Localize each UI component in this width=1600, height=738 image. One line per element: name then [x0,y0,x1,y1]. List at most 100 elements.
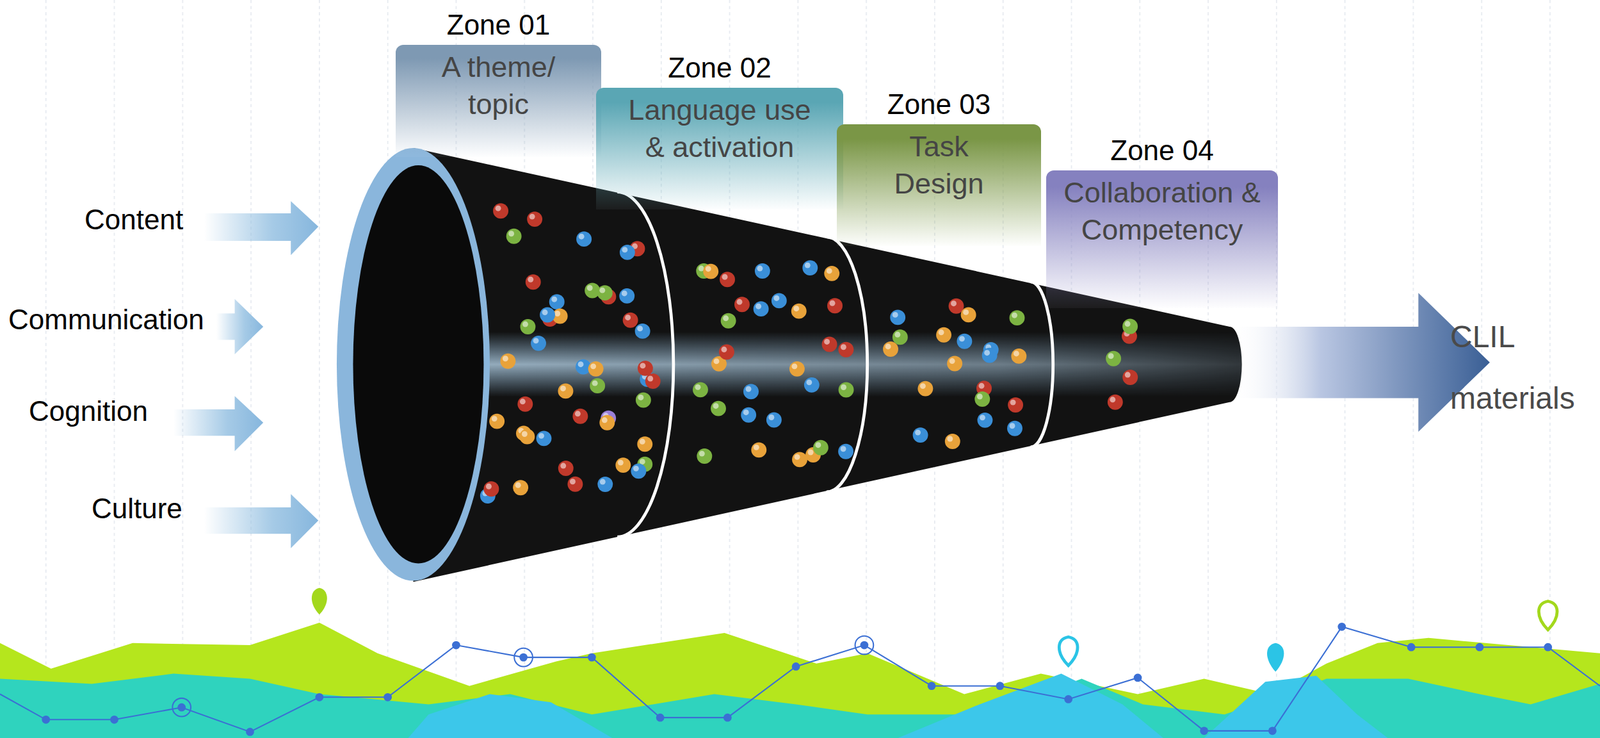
dot-highlight [601,416,608,423]
funnel-dot [974,391,990,407]
funnel-dot [576,231,592,247]
dot-highlight [529,213,536,220]
dot-highlight [743,409,750,415]
dot-highlight [773,295,780,301]
funnel-dot [637,360,654,376]
dot-highlight [521,430,528,437]
funnel-dot [597,476,613,492]
funnel-dot [635,391,652,408]
dot-highlight [840,343,847,350]
output-arrow-node: CLIL materials [1450,306,1595,429]
dot-highlight [633,465,639,472]
dot-highlight [977,393,983,400]
dot-highlight [885,343,892,349]
dot-highlight [722,274,728,280]
output-label: CLIL materials [1450,306,1595,429]
funnel-dot [813,439,829,456]
dot-highlight [829,300,836,307]
dot-highlight [508,230,515,237]
input-label: Cognition [28,394,148,428]
zone-heading: Zone 01 [370,8,627,41]
dot-highlight [946,436,953,442]
dot-highlight [1013,350,1020,356]
funnel-dot [740,407,757,423]
dot-highlight [515,482,522,488]
dot-highlight [699,450,705,457]
dot-highlight [959,335,965,342]
dot-highlight [984,349,990,356]
dot-highlight [722,315,729,321]
dot-highlight [617,459,624,466]
zone-tab: Zone 01A theme/ topic [395,44,602,157]
zone-box: A theme/ topic [395,44,602,157]
dot-highlight [894,331,901,338]
funnel-dot [619,288,635,304]
funnel-dot [913,427,929,443]
funnel-dot [766,412,782,428]
dot-highlight [578,361,584,367]
dot-highlight [639,362,646,369]
funnel-dot [838,382,855,398]
dot-highlight [808,449,814,456]
funnel-dot [1107,394,1124,410]
funnel-dot [917,380,933,397]
dot-highlight [840,445,847,452]
dot-highlight [621,290,628,296]
dot-highlight [1124,320,1131,327]
funnel-dot [719,271,736,287]
zone-text: Task Design [868,128,1010,203]
funnel-dot [889,309,906,325]
dot-highlight [624,314,631,321]
dot-highlight [551,296,558,303]
dot-highlight [554,310,561,317]
dot-highlight [533,337,540,344]
funnel-dot [882,341,899,357]
funnel-dot [1105,350,1122,367]
dot-highlight [815,441,821,448]
dot-highlight [705,265,712,272]
dot-highlight [892,311,899,318]
funnel-dot [506,228,522,244]
dot-highlight [637,325,643,332]
funnel-dot [696,448,712,464]
dot-highlight [485,483,492,490]
dot-highlight [950,300,957,307]
funnel-dot [1010,348,1027,364]
funnel-dot [753,300,769,317]
funnel-dot [1007,396,1024,413]
dot-highlight [791,363,798,369]
funnel-dot [567,476,583,492]
funnel-dot [804,377,820,393]
zone-text: Collaboration & Competency [1059,174,1265,249]
funnel-dot [557,382,574,399]
input-label: Content [84,202,184,237]
funnel-dot [630,462,647,479]
funnel-dot [489,413,505,429]
dot-highlight [806,379,812,385]
funnel-dot [525,274,542,290]
funnel-dot [827,297,843,314]
dot-highlight [1011,312,1018,319]
funnel-dot [948,298,965,314]
dot-highlight [1010,399,1017,406]
funnel-dot [1122,369,1138,385]
dot-highlight [590,363,597,369]
dot-highlight [949,357,956,364]
funnel-dot [720,313,737,329]
input-label: Culture [91,491,183,526]
funnel-dot [622,312,639,328]
dot-highlight [1009,422,1016,429]
dot-highlight [713,357,720,364]
funnel-dot [751,441,767,458]
funnel-dot [599,414,615,431]
dot-highlight [592,380,598,387]
funnel-dot [802,259,818,276]
dot-highlight [745,386,752,392]
dot-highlight [560,462,566,469]
dot-highlight [794,453,801,460]
funnel-dot [977,412,993,428]
dot-highlight [840,384,847,390]
dot-highlight [1124,371,1131,378]
funnel-dot [936,327,952,343]
